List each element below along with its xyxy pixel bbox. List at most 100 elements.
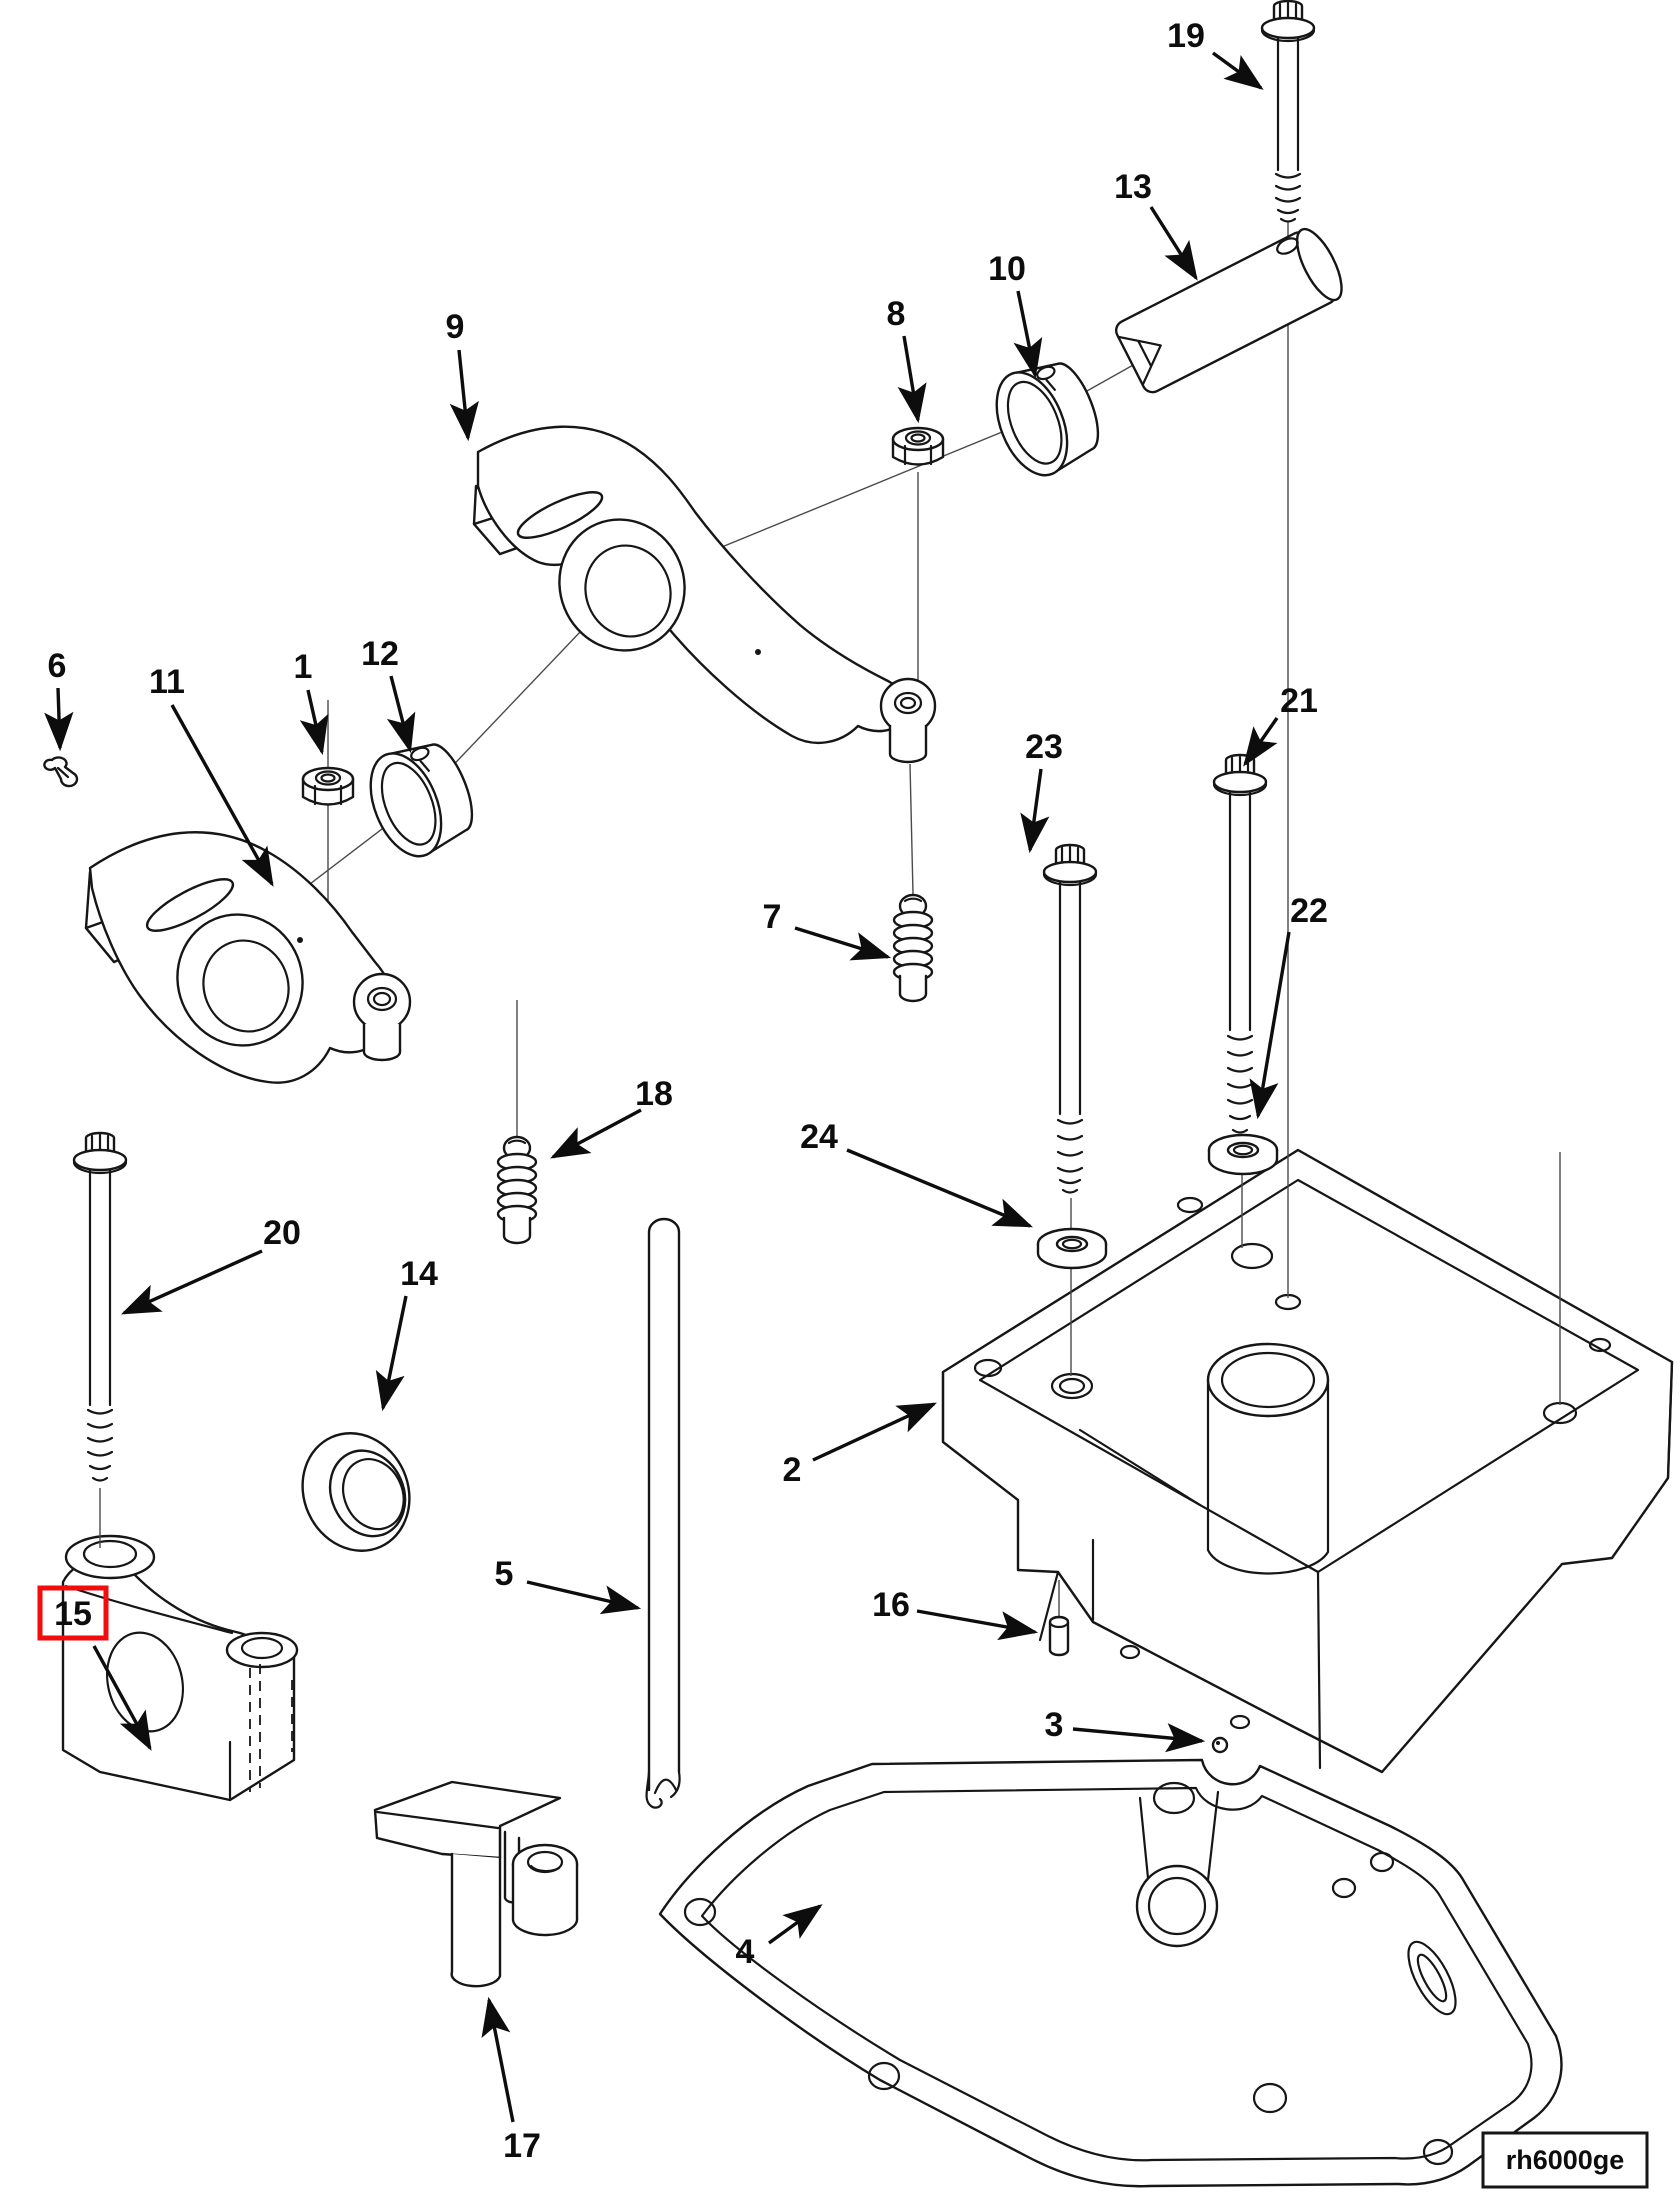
callout-arrow-12 <box>386 675 416 754</box>
alignment-lines <box>99 222 1561 1616</box>
callout-arrow-19 <box>1211 51 1264 90</box>
callout-label-13: 13 <box>1114 168 1152 206</box>
callout-8: 8 <box>887 295 927 424</box>
callout-6: 6 <box>44 647 74 752</box>
callout-5: 5 <box>495 1555 642 1615</box>
callout-label-2: 2 <box>783 1451 802 1489</box>
part-17-lever <box>373 1780 579 1988</box>
callout-7: 7 <box>763 898 892 961</box>
callout-9: 9 <box>446 308 479 442</box>
part-23-bolt <box>1042 843 1098 1194</box>
callout-arrow-10 <box>1013 290 1043 379</box>
part-11-rocker-arm <box>84 831 412 1084</box>
callout-1: 1 <box>294 648 329 756</box>
callout-13: 13 <box>1114 168 1198 281</box>
part-7-adjusting-screw <box>892 893 934 1003</box>
part-22-washer <box>1207 1133 1279 1176</box>
callout-label-24: 24 <box>800 1118 838 1156</box>
part-15-pedestal-mount <box>61 1534 299 1802</box>
callout-12: 12 <box>361 635 416 754</box>
callout-arrow-2 <box>812 1402 937 1462</box>
callout-label-6: 6 <box>48 647 67 685</box>
part-1-nut <box>301 766 355 806</box>
drawing-code-border <box>1481 2131 1649 2189</box>
callout-label-19: 19 <box>1167 17 1205 55</box>
callout-label-20: 20 <box>263 1214 301 1252</box>
callout-2: 2 <box>783 1402 937 1489</box>
callout-18: 18 <box>550 1075 673 1159</box>
part-20-bolt <box>72 1131 128 1482</box>
part-4-gasket <box>658 1758 1563 2188</box>
callout-label-18: 18 <box>635 1075 673 1113</box>
callout-10: 10 <box>988 250 1043 379</box>
part-21-bolt <box>1212 753 1268 1134</box>
callout-arrow-20 <box>121 1249 263 1315</box>
callout-label-1: 1 <box>294 648 313 686</box>
callout-arrow-8 <box>897 335 927 424</box>
callout-label-23: 23 <box>1025 728 1063 766</box>
callout-arrow-9 <box>449 349 479 442</box>
callout-label-8: 8 <box>887 295 906 333</box>
callout-arrow-16 <box>916 1609 1039 1641</box>
callout-20: 20 <box>121 1214 301 1315</box>
drawing-code-box: rh6000ge <box>1481 2131 1649 2189</box>
callout-label-16: 16 <box>872 1586 910 1624</box>
callout-arrow-22 <box>1249 931 1291 1120</box>
callout-4: 4 <box>736 1904 823 1971</box>
part-19-bolt <box>1260 0 1316 223</box>
callout-label-10: 10 <box>988 250 1026 288</box>
callout-arrow-21 <box>1243 717 1279 767</box>
part-6-retainer-clip <box>43 756 79 788</box>
callout-label-5: 5 <box>495 1555 514 1593</box>
callout-label-14: 14 <box>400 1255 438 1293</box>
callout-arrow-14 <box>375 1295 408 1412</box>
callout-label-3: 3 <box>1045 1706 1064 1744</box>
part-10-bushing <box>981 348 1112 487</box>
callout-arrow-18 <box>550 1108 642 1159</box>
callout-label-9: 9 <box>446 308 465 346</box>
callout-label-17: 17 <box>503 2127 541 2165</box>
callout-arrow-6 <box>44 687 74 752</box>
part-5-push-rod <box>645 1217 681 1809</box>
callout-15: 15 <box>37 1585 152 1751</box>
callout-arrow-1 <box>299 689 329 756</box>
callout-16: 16 <box>872 1586 1039 1641</box>
part-2-rocker-housing <box>941 1148 1674 1774</box>
callout-label-22: 22 <box>1290 892 1328 930</box>
callout-11: 11 <box>149 663 274 887</box>
part-9-rocker-arm <box>472 425 937 764</box>
callout-arrow-24 <box>846 1148 1034 1228</box>
callout-label-7: 7 <box>763 898 782 936</box>
drawing-code-label: rh6000ge <box>1506 2145 1625 2175</box>
callout-arrow-3 <box>1072 1723 1206 1753</box>
callout-arrow-17 <box>481 1996 515 2123</box>
callout-label-21: 21 <box>1280 682 1318 720</box>
part-16-dowel-pin <box>1048 1615 1070 1657</box>
callout-22: 22 <box>1249 892 1328 1120</box>
callout-arrow-7 <box>794 926 892 961</box>
callout-label-11: 11 <box>149 663 185 701</box>
part-14-seal-ring <box>301 1432 411 1552</box>
callout-24: 24 <box>800 1118 1034 1228</box>
highlight-box <box>37 1585 109 1641</box>
callout-arrow-15 <box>92 1645 152 1751</box>
callout-arrow-13 <box>1149 206 1198 281</box>
callout-label-12: 12 <box>361 635 399 673</box>
callout-21: 21 <box>1243 682 1318 767</box>
callout-label-4: 4 <box>736 1933 755 1971</box>
callout-17: 17 <box>481 1996 541 2165</box>
part-18-adjusting-screw <box>496 1135 538 1245</box>
callout-arrow-5 <box>526 1580 642 1615</box>
part-13-rocker-shaft <box>1114 227 1343 394</box>
callout-19: 19 <box>1167 17 1264 90</box>
callout-arrow-23 <box>1020 768 1050 854</box>
callout-14: 14 <box>375 1255 438 1412</box>
callout-3: 3 <box>1045 1706 1206 1753</box>
callout-arrow-11 <box>170 704 274 887</box>
part-8-nut <box>891 426 945 466</box>
callout-23: 23 <box>1020 728 1063 854</box>
callout-label-15: 15 <box>54 1595 92 1633</box>
callout-arrow-4 <box>768 1904 823 1945</box>
